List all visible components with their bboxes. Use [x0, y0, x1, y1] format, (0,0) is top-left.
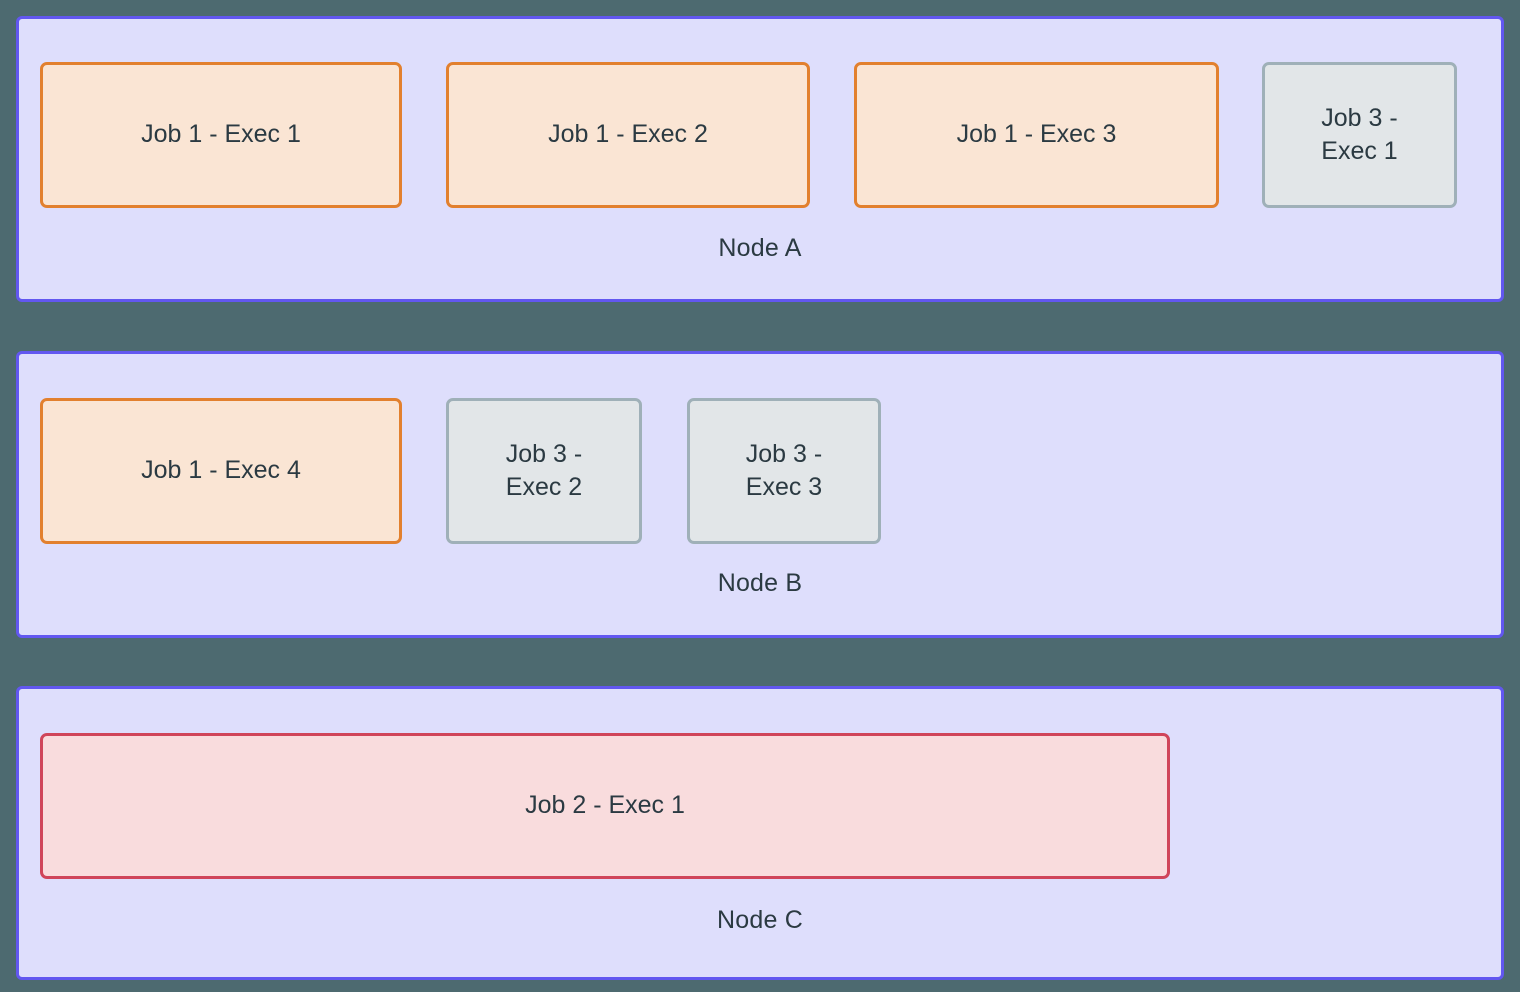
node-label-node-b: Node B — [717, 569, 803, 597]
node-label-node-a: Node A — [718, 234, 802, 262]
executor-box-job1-exec3[interactable]: Job 1 - Exec 3 — [854, 62, 1219, 208]
executor-box-job3-exec1[interactable]: Job 3 - Exec 1 — [1262, 62, 1457, 208]
node-panel-node-a[interactable]: Job 1 - Exec 1 Job 1 - Exec 2 Job 1 - Exec… — [16, 16, 1504, 302]
executor-box-job1-exec2[interactable]: Job 1 - Exec 2 — [446, 62, 810, 208]
executor-box-job3-exec3[interactable]: Job 3 - Exec 3 — [687, 398, 881, 544]
executor-box-job3-exec2[interactable]: Job 3 - Exec 2 — [446, 398, 642, 544]
node-panel-node-b[interactable]: Job 1 - Exec 4 Job 3 - Exec 2 Job 3 - Exec… — [16, 351, 1504, 638]
executor-box-job2-exec1[interactable]: Job 2 - Exec 1 — [40, 733, 1170, 879]
node-label-node-c: Node C — [717, 906, 803, 934]
node-panel-node-c[interactable]: Job 2 - Exec 1 Node C — [16, 686, 1504, 980]
executor-box-job1-exec1[interactable]: Job 1 - Exec 1 — [40, 62, 402, 208]
executor-box-job1-exec4[interactable]: Job 1 - Exec 4 — [40, 398, 402, 544]
